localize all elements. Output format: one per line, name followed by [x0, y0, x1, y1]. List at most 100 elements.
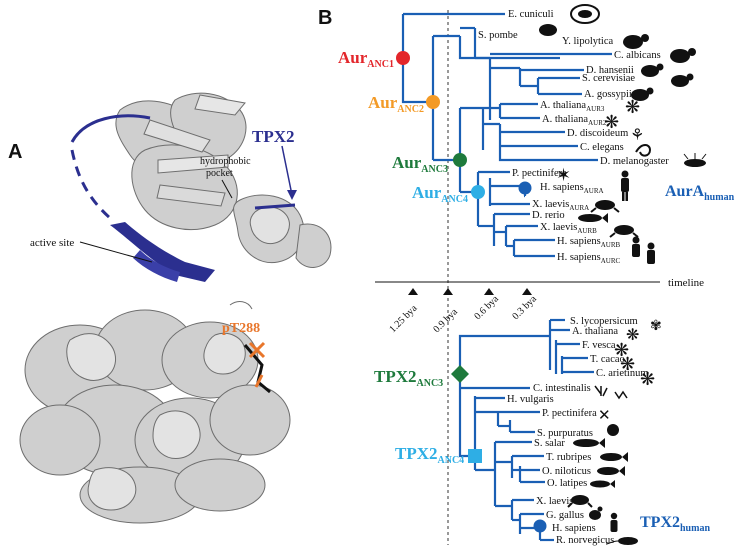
- flower-icon: ❋: [614, 340, 629, 361]
- aur-leaf-s-pombe: S. pombe: [478, 30, 518, 41]
- tick-label-2: 0.9 bya: [431, 306, 460, 335]
- fish-icon: [597, 466, 625, 476]
- fish-icon: [590, 480, 615, 488]
- aur-leaf-h-sapiens-aurb: H. sapiensAURB: [557, 236, 621, 249]
- pocket-label-line1: hydrophobic: [200, 156, 251, 167]
- frog-icon: [609, 225, 639, 238]
- tpx2-organism-icons: ✾ ❋ ❋ ❋ ❋ ✕: [567, 318, 662, 545]
- yeast-icon: [623, 34, 649, 49]
- tpx2-leaf-t-rubripes: T. rubripes: [546, 452, 591, 463]
- aur-leaf-d-discoideum: D. discoideum: [567, 128, 628, 139]
- tpx2-human-label: TPX2human: [640, 514, 710, 534]
- worm-icon: [635, 144, 652, 157]
- flower-icon: ❋: [626, 325, 639, 344]
- hydra-icon: [614, 390, 628, 400]
- yeast-icon: [539, 24, 557, 36]
- aur-leaf-h-sapiens-aura: H. sapiensAURA: [540, 182, 604, 195]
- flower-icon: ❋: [625, 97, 640, 118]
- frog-icon: [567, 495, 593, 508]
- urchin-icon: [607, 424, 619, 436]
- tpx2-leaf-o-latipes: O. latipes: [547, 478, 587, 489]
- tpx2-human-node: [533, 519, 547, 533]
- tpx2-anc4-node: [468, 449, 482, 463]
- tpx2-arrow: [281, 145, 293, 196]
- yeast-icon: [641, 63, 664, 77]
- aur-anc1-node: [396, 51, 410, 65]
- yeast-icon: [631, 87, 654, 101]
- aur-anc2-label: AurANC2: [368, 93, 424, 115]
- aur-leaf-e-cuniculi: E. cuniculi: [508, 9, 554, 20]
- tpx2-leaf-a-thaliana: A. thaliana: [572, 326, 618, 337]
- yeast-icon: [670, 48, 696, 63]
- aura-human-label: AurAhuman: [665, 183, 735, 203]
- yeast-icon: [671, 73, 694, 87]
- flower-icon: ❋: [604, 112, 619, 133]
- timeline-label: timeline: [668, 277, 704, 289]
- chicken-icon: [589, 506, 603, 520]
- tpx2-leaf-s-lycopersicum: S. lycopersicum: [570, 316, 638, 327]
- timeline-ticks: [408, 288, 532, 295]
- aur-anc4-node: [471, 185, 485, 199]
- aur-leaf-x-laevis-aura: X. laevisAURA: [532, 199, 589, 212]
- aur-human-aura-node: [518, 181, 532, 195]
- flower-icon: ❋: [640, 369, 655, 390]
- tpx2-leaf-g-gallus: G. gallus: [546, 510, 584, 521]
- aurora-tree-leaves: E. cuniculi S. pombe Y. lipolytica C. al…: [478, 9, 669, 265]
- rat-icon: [605, 537, 638, 545]
- tpx2-leaf-h-sapiens: H. sapiens: [552, 523, 596, 534]
- aur-leaf-p-pectinifera: P. pectinifera: [512, 168, 567, 179]
- aur-leaf-x-laevis-aurb: X. laevisAURB: [540, 222, 597, 235]
- aur-leaf-c-albicans: C. albicans: [614, 50, 661, 61]
- tick-marker: [484, 288, 494, 295]
- tpx2-leaf-o-niloticus: O. niloticus: [542, 466, 591, 477]
- aur-anc3-label: AurANC3: [392, 153, 448, 175]
- slime-mold-icon: ⚘: [630, 125, 644, 144]
- fish-icon: [600, 452, 628, 462]
- pt288-residue: [243, 341, 271, 394]
- aur-leaf-c-elegans: C. elegans: [580, 142, 624, 153]
- tpx2-leaf-p-pectinifera: P. pectinifera: [542, 408, 597, 419]
- tick-marker: [443, 288, 453, 295]
- plant-icon: ✾: [650, 318, 662, 334]
- tpx2-peptide: [70, 114, 296, 282]
- aur-leaf-a-thaliana-aur2: A. thalianaAUR2: [542, 114, 607, 127]
- tpx2-leaf-s-salar: S. salar: [534, 438, 565, 449]
- aur-leaf-d-melanogaster: D. melanogaster: [600, 156, 669, 167]
- tpx2-anc4-label: TPX2ANC4: [395, 444, 464, 466]
- tpx2-leaf-c-intestinalis: C. intestinalis: [533, 383, 591, 394]
- tpx2-leaf-r-norvegicus: R. norvegicus: [556, 535, 614, 546]
- aur-leaf-y-lipolytica: Y. lipolytica: [562, 36, 613, 47]
- aur-anc4-label: AurANC4: [412, 183, 468, 205]
- tick-label-3: 0.6 bya: [472, 293, 501, 322]
- aurora-organism-icons: ❋ ❋ ⚘ ✶: [539, 4, 707, 264]
- tpx2-anc3-node: [451, 365, 469, 383]
- tpx2-leaf-h-vulgaris: H. vulgaris: [507, 394, 554, 405]
- aur-leaf-a-gossypii: A. gossypii: [584, 89, 632, 100]
- human-icon: [647, 242, 655, 264]
- tpx2-structure-label: TPX2: [252, 127, 295, 146]
- c-lobe: [19, 301, 291, 524]
- aurora-tree-branches: [401, 12, 612, 258]
- pocket-pointer: [221, 179, 233, 199]
- panel-b-label: B: [318, 7, 332, 29]
- sea-squirt-icon: [594, 385, 608, 397]
- aur-leaf-h-sapiens-aurc: H. sapiensAURC: [557, 252, 621, 265]
- starfish-icon: ✶: [556, 165, 571, 186]
- aur-anc1-label: AurANC1: [338, 48, 394, 70]
- tick-label-1: 1.25 bya: [387, 303, 420, 336]
- aur-anc3-node: [453, 153, 467, 167]
- aur-leaf-d-hansenii: D. hansenii: [586, 65, 634, 76]
- tpx2-tree-leaves: S. lycopersicum A. thaliana F. vesca T. …: [507, 316, 649, 546]
- tpx2-leaf-t-cacao: T. cacao: [590, 354, 625, 365]
- tpx2-anc3-label: TPX2ANC3: [374, 367, 443, 389]
- fly-icon: [683, 153, 707, 167]
- active-site-pointer: [79, 241, 153, 263]
- frog-icon: [590, 200, 620, 213]
- tick-label-4: 0.3 bya: [510, 293, 539, 322]
- n-lobe: [115, 92, 332, 268]
- aur-leaf-d-rerio: D. rerio: [532, 210, 565, 221]
- aur-anc2-node: [426, 95, 440, 109]
- parasite-icon: [570, 4, 600, 24]
- flower-icon: ❋: [620, 354, 635, 375]
